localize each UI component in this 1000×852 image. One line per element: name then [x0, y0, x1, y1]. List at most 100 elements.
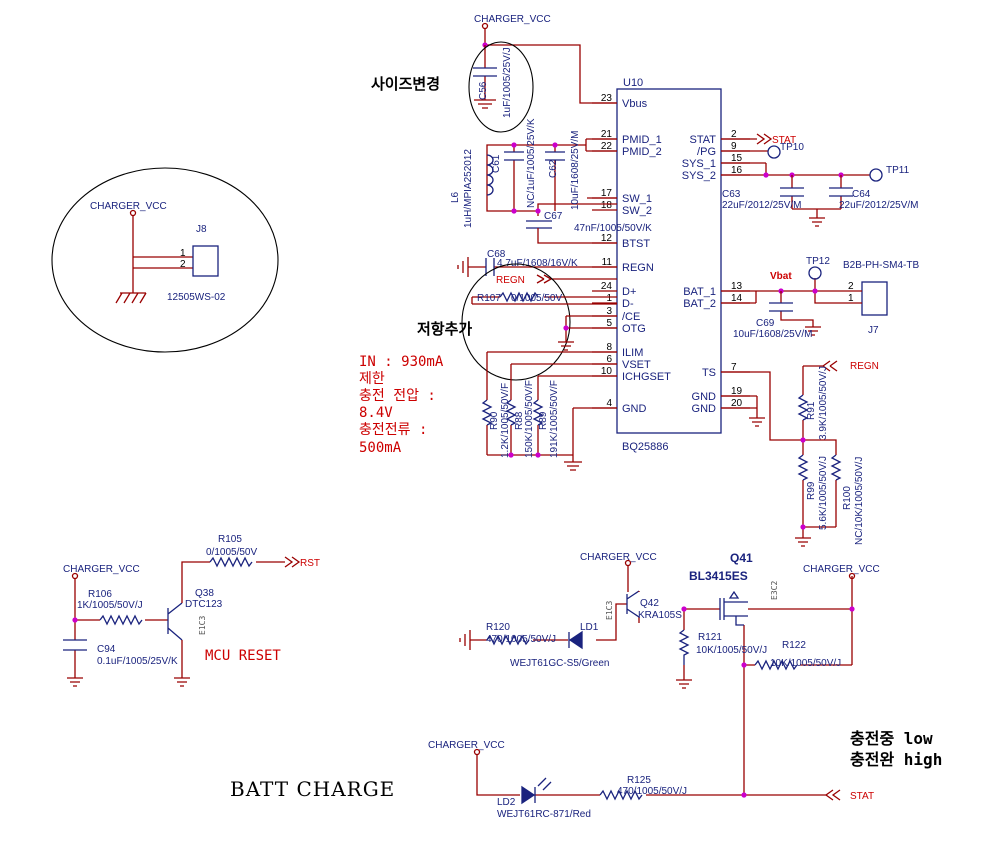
u10-pin-number: 21: [601, 129, 613, 140]
c94-ground: [67, 677, 83, 687]
u10-pin-number: 17: [601, 188, 613, 199]
r122-zigzag: [754, 659, 798, 671]
c64-ref: C64: [852, 189, 871, 200]
q42-ref: Q42: [640, 598, 659, 609]
u10-pin-number: 14: [731, 293, 743, 304]
r91-ref: R91: [806, 401, 817, 420]
ilim-wire: [486, 351, 617, 456]
junction: [535, 452, 541, 458]
q38-val: DTC123: [185, 599, 223, 610]
c63-plates: [780, 187, 804, 197]
r90-val: 1.2K/1005/50V/F: [500, 383, 511, 458]
c61-c62-wires: [513, 145, 556, 211]
j8-pin2: 2: [180, 259, 186, 270]
c56-plates: [473, 67, 497, 77]
u10-part: BQ25886: [622, 441, 668, 453]
j7-pin2: 2: [848, 281, 854, 292]
r106-val: 1K/1005/50V/J: [77, 600, 143, 611]
ld1-symbol: [568, 630, 583, 650]
ld2-symbol: [521, 785, 536, 805]
u10-pin-name: /PG: [697, 146, 716, 158]
charged-high-annotation: 충전완 high: [850, 750, 942, 769]
ld2-ref: LD2: [497, 797, 516, 808]
r99-ref: R99: [806, 481, 817, 500]
ld2-val: WEJT61RC-871/Red: [497, 809, 591, 820]
ld1-val: WEJT61GC-S5/Green: [510, 658, 609, 669]
r125-ref: R125: [627, 775, 651, 786]
u10-pin-name: OTG: [622, 323, 646, 335]
u10-ref: U10: [623, 77, 643, 89]
l6-ref: L6: [450, 191, 461, 203]
stat-right-label: STAT: [772, 135, 796, 146]
btst-wire: [537, 228, 617, 244]
charge-voltage-value: 8.4V: [359, 405, 393, 421]
add-resistor-annotation: 저항추가: [417, 321, 472, 338]
u10-pin-number: 18: [601, 200, 613, 211]
vbat-label: Vbat: [770, 271, 792, 282]
u10-pin-number: 6: [606, 354, 612, 365]
r121-val: 10K/1005/50V/J: [696, 645, 767, 656]
c67-val: 47nF/1005/50V/K: [574, 223, 652, 234]
j8-vcc-label: CHARGER_VCC: [90, 201, 167, 212]
u10-pin-name: /CE: [622, 311, 640, 323]
junction: [741, 792, 747, 798]
resize-annotation: 사이즈변경: [371, 75, 440, 93]
tp10-circle: [767, 145, 781, 159]
r107-zigzag: [499, 291, 539, 303]
regn-arrow-right: [803, 360, 838, 372]
r88-zigzag: [505, 399, 517, 426]
ichg-wire: [537, 375, 617, 455]
tp10-label: TP10: [780, 142, 804, 153]
vset-wire: [510, 363, 617, 455]
top-vcc-label: CHARGER_VCC: [474, 14, 551, 25]
charge-current-value: 500mA: [359, 440, 402, 456]
c62-ref: C62: [548, 159, 559, 178]
u10-pin-name: SYS_1: [682, 158, 716, 170]
j8-part: 12505WS-02: [167, 292, 226, 303]
u10-pin-name: VSET: [622, 359, 651, 371]
j8-ref: J8: [196, 224, 207, 235]
r88-ref: R88: [514, 411, 525, 430]
bat-wire: [721, 278, 843, 304]
c56-ref: C56: [478, 81, 489, 100]
u10-pin-number: 24: [601, 281, 613, 292]
q41-val: BL3415ES: [689, 569, 748, 583]
r121-ground: [676, 679, 692, 689]
junction: [552, 142, 558, 148]
r122-val: 10K/1005/50V/J: [770, 658, 841, 669]
in-limit-annotation: IN : 930mA: [359, 354, 444, 370]
j7-ref: J7: [868, 325, 879, 336]
ld2-vcc-node: [473, 748, 481, 756]
r105-val: 0/1005/50V: [206, 547, 257, 558]
led-green-ground: [459, 630, 471, 650]
c62-plates: [545, 151, 565, 161]
j8-ground-symbol: [115, 292, 147, 304]
r105-zigzag: [209, 556, 253, 568]
ld2-bar: [534, 777, 552, 803]
tp12-circle: [808, 266, 822, 280]
ts-ground: [795, 537, 811, 547]
r120-ref: R120: [486, 622, 510, 633]
q38-leads: [181, 561, 285, 678]
u10-pin-name: PMID_2: [622, 146, 662, 158]
u10-pin-name: BAT_2: [683, 298, 716, 310]
stat-arrow: [756, 133, 773, 145]
r99-zigzag: [797, 454, 809, 481]
q42-vcc-node: [624, 559, 632, 567]
u10-pin-name: D+: [622, 286, 636, 298]
c63-c64-wires: [791, 175, 842, 218]
regn-right-label: REGN: [850, 361, 879, 372]
ld1-ref: LD1: [580, 622, 599, 633]
limit-annotation: 제한: [359, 371, 385, 387]
u10-pin-number: 8: [606, 342, 612, 353]
r89-val: 191K/1005/50V/F: [549, 380, 560, 458]
c68-ground: [457, 257, 469, 277]
gnd-right-wire: [721, 395, 758, 418]
u10-pin-name: SW_1: [622, 193, 652, 205]
u10-pin-name: Vbus: [622, 98, 648, 110]
r120-val: 470/1005/50V/J: [486, 634, 556, 645]
u10-pin-number: 19: [731, 386, 743, 397]
l6-coil: [486, 154, 494, 196]
q42-symbol: [626, 590, 640, 618]
junction: [849, 606, 855, 612]
